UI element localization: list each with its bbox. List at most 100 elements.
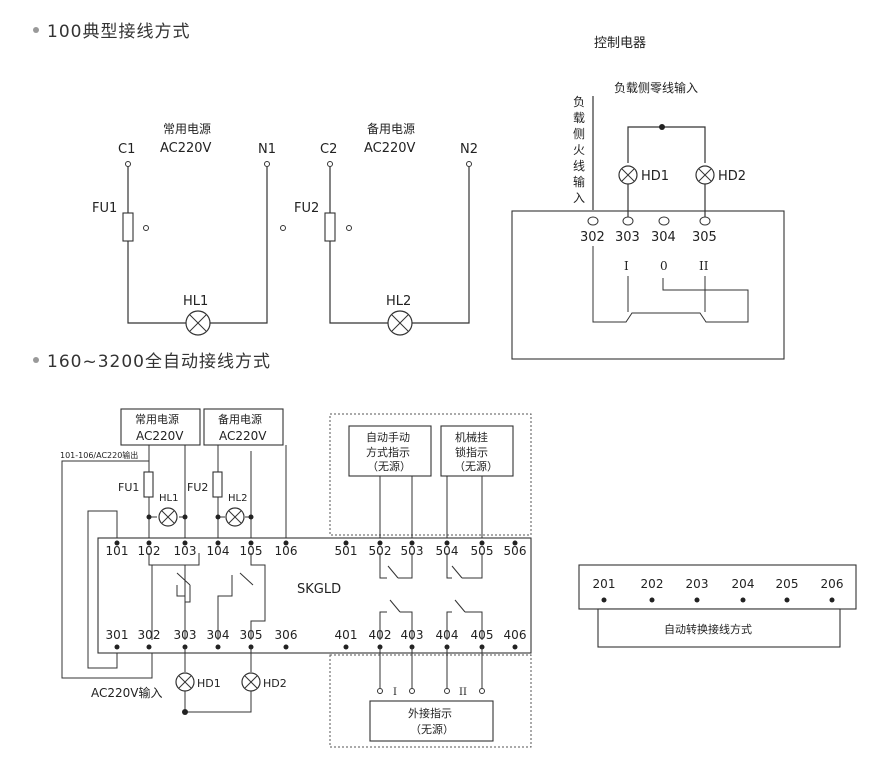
terminal-302 (587, 216, 599, 226)
bottom-term-406: 406 (504, 628, 527, 642)
mode-ind-line: 方式指示 (366, 445, 410, 459)
model-label: SKGLD (297, 582, 341, 597)
ac-input-label: AC220V输入 (91, 685, 163, 700)
top-term-103: 103 (174, 544, 197, 558)
lamp-icon (225, 507, 245, 527)
main-source-name: 常用电源 (163, 122, 211, 136)
top-term-105: 105 (240, 544, 263, 558)
lamp-icon (695, 165, 715, 185)
top-term-502: 502 (369, 544, 392, 558)
pos-I: I (624, 259, 629, 273)
mech-ind-line: 锁指示 (455, 445, 488, 459)
live-in-char: 火 (573, 143, 585, 157)
bottom-term-302: 302 (138, 628, 161, 642)
lamp-icon (241, 672, 261, 692)
ext-pos-I: I (393, 687, 397, 698)
terminal-c1 (125, 161, 131, 167)
hd2-label: HD2 (263, 677, 287, 690)
terminal-dot (512, 644, 518, 650)
bottom-term-401: 401 (335, 628, 358, 642)
fu1-label: FU1 (118, 481, 139, 494)
n2-label: N2 (460, 142, 478, 157)
backup-source-voltage: AC220V (364, 141, 416, 156)
top-term-505: 505 (471, 544, 494, 558)
switch-mode-label: 自动转换接线方式 (664, 622, 752, 636)
main-source-name: 常用电源 (135, 412, 179, 426)
fuse-icon (212, 471, 223, 498)
terminal-dot (346, 225, 352, 231)
top-term-506: 506 (504, 544, 527, 558)
terminal-dot (409, 540, 415, 546)
terminal-dot (114, 644, 120, 650)
strip-term-203: 203 (686, 577, 709, 591)
terminal-dot (283, 644, 289, 650)
live-in-char: 侧 (573, 127, 585, 141)
n1-label: N1 (258, 142, 276, 157)
indicator-group-top (329, 413, 532, 536)
fuse-icon (143, 471, 154, 498)
terminal-dot (280, 225, 286, 231)
indicator-group-bottom (329, 654, 532, 748)
top-term-101: 101 (106, 544, 129, 558)
strip-term-205: 205 (776, 577, 799, 591)
bullet-icon (33, 27, 39, 33)
terminal-dot (182, 540, 188, 546)
terminal-dot (283, 540, 289, 546)
hd1-label: HD1 (197, 677, 221, 690)
terminal-dot (215, 644, 221, 650)
backup-source-name: 备用电源 (218, 412, 262, 426)
main-source-box (120, 408, 201, 446)
terminal-304 (658, 216, 670, 226)
terminal-dot (601, 597, 607, 603)
terminal-dot (740, 597, 746, 603)
live-in-char: 入 (573, 191, 585, 205)
neutral-input-label: 负载侧零线输入 (614, 80, 698, 95)
backup-source-box (203, 408, 284, 446)
pos-II: II (699, 259, 709, 273)
terminal-c2 (327, 161, 333, 167)
bottom-term-306: 306 (275, 628, 298, 642)
live-in-char: 载 (573, 111, 585, 125)
term-303: 303 (615, 230, 640, 245)
main-source-voltage: AC220V (136, 429, 184, 443)
output-label: 101-106/AC220输出 (60, 450, 138, 460)
c2-label: C2 (320, 142, 337, 157)
auto-wiring-diagram: 常用电源 AC220V 备用电源 AC220V 101-106/AC220输出 … (60, 408, 532, 748)
terminal-dot (343, 540, 349, 546)
mech-ind-line: （无源） (454, 459, 498, 473)
hl2-label: HL2 (228, 493, 247, 504)
terminal-dot (215, 540, 221, 546)
strip-term-206: 206 (821, 577, 844, 591)
top-term-504: 504 (436, 544, 459, 558)
switch-mode-box (597, 608, 841, 648)
mode-indicator-box (348, 425, 432, 477)
control-device-diagram: 控制电器 负载侧零线输入 负 载 侧 火 线 输 入 HD1 HD2 3 (511, 36, 785, 360)
lamp-icon (175, 672, 195, 692)
strip-term-202: 202 (641, 577, 664, 591)
term-302: 302 (580, 230, 605, 245)
lamp-icon (387, 310, 413, 336)
pos-0: 0 (660, 259, 668, 273)
main-source-voltage: AC220V (160, 141, 212, 156)
typical-wiring-backup: C2 N2 备用电源 AC220V FU2 HL2 (294, 122, 478, 336)
terminal-303 (622, 216, 634, 226)
section1-title: 100典型接线方式 (47, 22, 190, 42)
bullet-icon (33, 357, 39, 363)
top-term-104: 104 (207, 544, 230, 558)
bottom-term-301: 301 (106, 628, 129, 642)
terminal-dot (444, 540, 450, 546)
ext-pos-II: II (459, 687, 467, 698)
terminal-dot (146, 540, 152, 546)
terminal-305 (699, 216, 711, 226)
hl2-label: HL2 (386, 294, 411, 309)
terminal-dot (784, 597, 790, 603)
fuse-icon (122, 212, 134, 242)
live-in-char: 负 (573, 95, 585, 109)
hl1-label: HL1 (183, 294, 208, 309)
mech-ind-line: 机械挂 (455, 430, 488, 444)
terminal-dot (114, 540, 120, 546)
terminal-dot (694, 597, 700, 603)
